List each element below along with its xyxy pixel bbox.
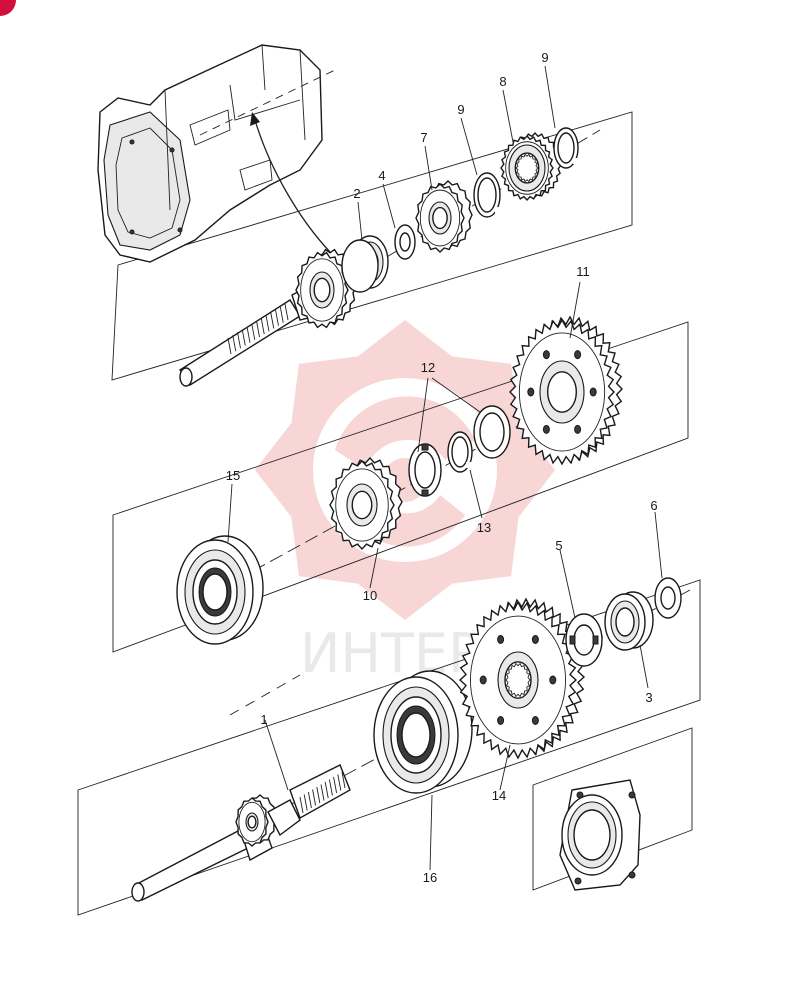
insertion-arrow xyxy=(254,119,331,253)
synchro-ring-12-lower xyxy=(408,443,442,497)
callout-6: 6 xyxy=(650,498,657,513)
bearing-16 xyxy=(373,670,473,794)
corner-mark-icon xyxy=(0,0,16,16)
gear-7 xyxy=(415,180,473,253)
callout-10: 10 xyxy=(363,588,377,603)
snap-ring-13 xyxy=(447,431,473,473)
callout-14: 14 xyxy=(492,788,506,803)
watermark-text: ИНТЕР xyxy=(300,622,481,685)
snap-ring-9-right xyxy=(553,127,579,169)
transmission-case xyxy=(97,44,336,263)
snap-ring-9-left xyxy=(473,172,501,218)
washer-4 xyxy=(394,224,416,260)
leader-lines xyxy=(227,65,663,871)
bearing-retainer xyxy=(559,779,641,891)
callout-9-left: 9 xyxy=(457,102,464,117)
washer-6 xyxy=(654,577,682,619)
callout-3: 3 xyxy=(645,690,652,705)
callout-8: 8 xyxy=(499,74,506,89)
callout-16: 16 xyxy=(423,870,437,885)
callout-4: 4 xyxy=(378,168,385,183)
gear-10 xyxy=(329,456,403,551)
callout-11: 11 xyxy=(576,264,590,279)
bearing-15 xyxy=(176,535,264,645)
washer-5 xyxy=(565,613,603,667)
callout-5: 5 xyxy=(555,538,562,553)
input-gear xyxy=(295,248,357,329)
washer-12-upper xyxy=(473,405,511,459)
callout-13: 13 xyxy=(477,520,491,535)
bearing-3 xyxy=(604,591,654,651)
bearing-2 xyxy=(341,235,389,293)
gear-11 xyxy=(509,315,623,466)
gear-14 xyxy=(458,597,586,760)
synchronizer-8 xyxy=(500,131,562,202)
output-shaft-1 xyxy=(131,764,351,902)
watermark-logo-icon: ИНТЕР xyxy=(255,320,555,685)
callout-15: 15 xyxy=(226,468,240,483)
arrow-head-icon xyxy=(250,112,260,126)
callout-2: 2 xyxy=(353,186,360,201)
callout-12: 12 xyxy=(421,360,435,375)
callout-7: 7 xyxy=(420,130,427,145)
callout-9-right: 9 xyxy=(541,50,548,65)
callout-labels: 1 2 3 4 5 6 7 8 9 9 10 11 12 13 14 15 16 xyxy=(226,50,658,885)
callout-1: 1 xyxy=(260,712,267,727)
